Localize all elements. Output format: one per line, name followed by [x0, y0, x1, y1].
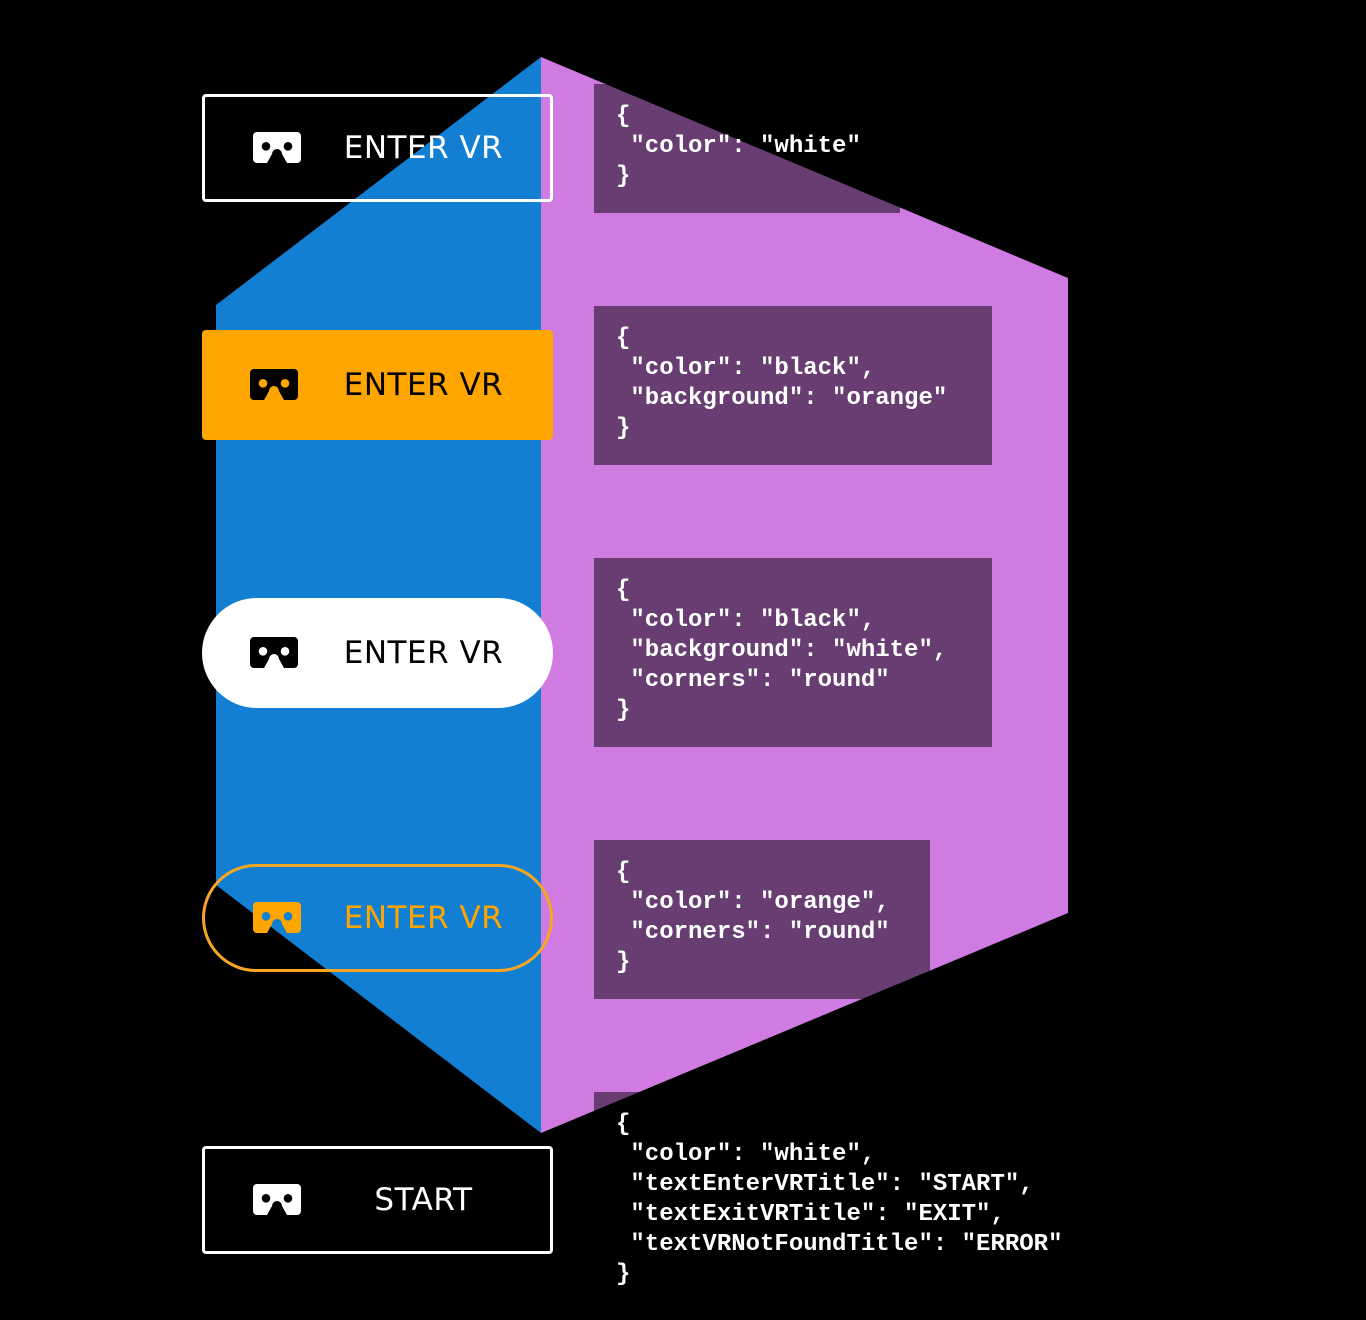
code-snippet-4: { "color": "orange", "corners": "round" … [594, 840, 930, 999]
button-label: ENTER VR [343, 900, 504, 936]
enter-vr-button-orange[interactable]: ENTER VR [202, 330, 553, 440]
enter-vr-button-orange-round-outline[interactable]: ENTER VR [202, 864, 553, 972]
code-text: { "color": "orange", "corners": "round" … [616, 859, 890, 976]
code-text: { "color": "black", "background": "white… [616, 577, 948, 724]
button-label: ENTER VR [343, 367, 504, 403]
button-label: START [374, 1182, 473, 1218]
cardboard-vr-headset-icon [250, 637, 298, 668]
enter-vr-button-white-outline[interactable]: ENTER VR [202, 94, 553, 202]
button-label: ENTER VR [343, 130, 504, 166]
code-text: { "color": "black", "background": "orang… [616, 325, 948, 442]
start-vr-button[interactable]: START [202, 1146, 553, 1254]
cardboard-vr-headset-icon [253, 1184, 301, 1215]
code-text: { "color": "white", "textEnterVRTitle": … [616, 1111, 1063, 1288]
cardboard-vr-headset-icon [253, 132, 301, 163]
code-snippet-3: { "color": "black", "background": "white… [594, 558, 992, 747]
cardboard-vr-headset-icon [253, 902, 301, 933]
code-snippet-2: { "color": "black", "background": "orang… [594, 306, 992, 465]
code-snippet-1: { "color": "white" } [594, 84, 900, 213]
code-text: { "color": "white" } [616, 103, 861, 190]
code-snippet-5: { "color": "white", "textEnterVRTitle": … [594, 1092, 1124, 1307]
button-label: ENTER VR [343, 635, 504, 671]
enter-vr-button-white-round[interactable]: ENTER VR [202, 598, 553, 708]
cardboard-vr-headset-icon [250, 369, 298, 400]
